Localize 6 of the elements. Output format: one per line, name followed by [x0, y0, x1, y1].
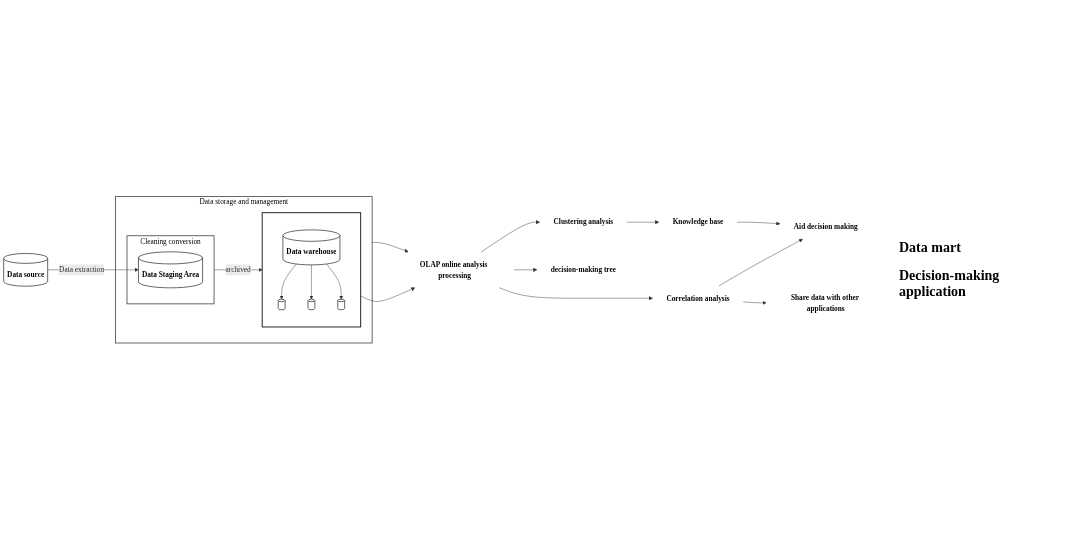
node-cylinder: [307, 298, 316, 310]
note-label: Data mart: [899, 239, 962, 256]
node-cylinder: [337, 298, 345, 310]
note-label: Decision-making application: [899, 267, 1001, 300]
node-cylinder: [277, 298, 286, 310]
cluster: [261, 211, 362, 328]
